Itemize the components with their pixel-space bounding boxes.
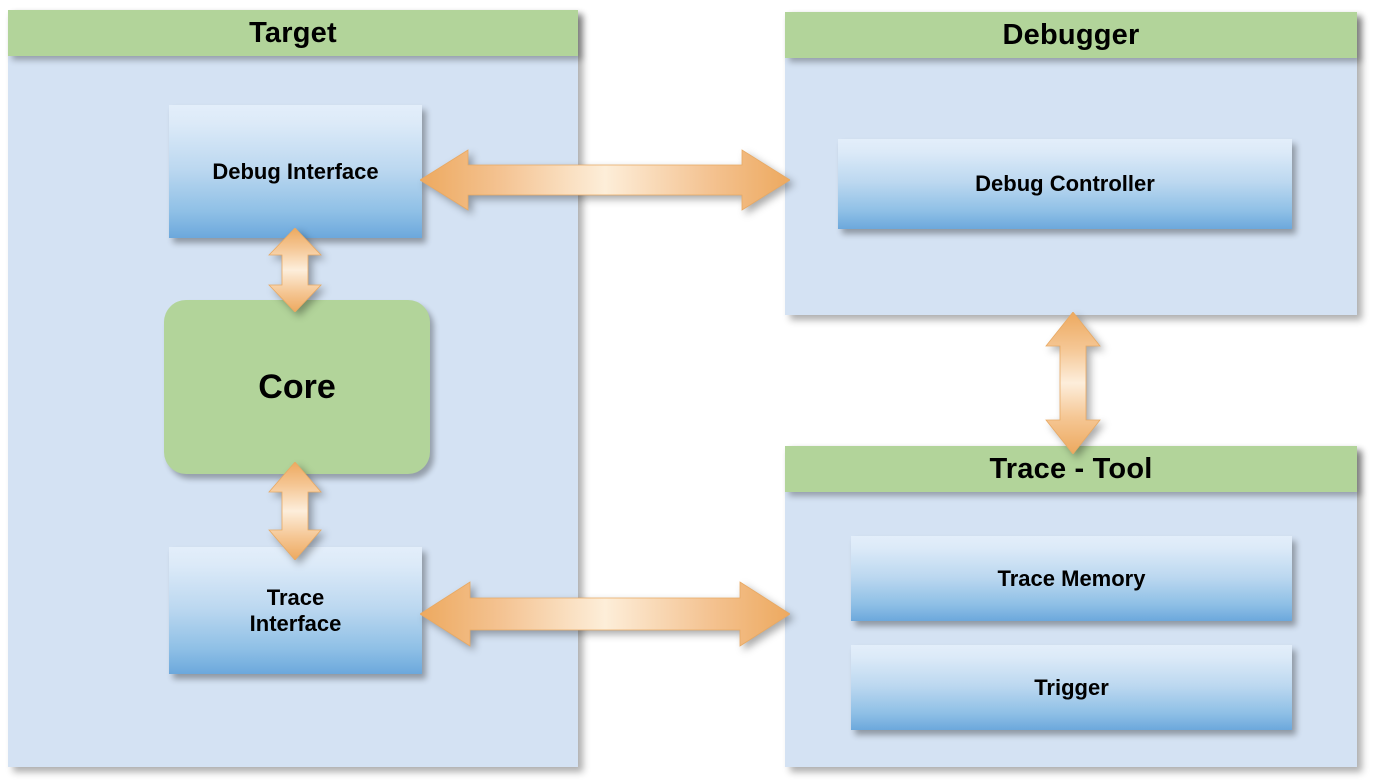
node-label-trace-interface-line1: Trace <box>266 584 325 610</box>
node-label-debug-interface: Debug Interface <box>212 158 379 184</box>
node-trace-memory[interactable]: Trace Memory <box>851 536 1292 621</box>
node-core[interactable]: Core <box>164 300 430 474</box>
group-title-debugger: Debugger <box>785 12 1357 58</box>
arrow-trace-interface-to-trace-tool <box>420 580 790 648</box>
node-debug-controller[interactable]: Debug Controller <box>838 139 1292 229</box>
arrow-debug-interface-to-debug-controller <box>420 148 790 212</box>
arrow-debug-interface-to-core <box>267 228 323 312</box>
node-debug-interface[interactable]: Debug Interface <box>169 105 422 238</box>
node-trigger[interactable]: Trigger <box>851 645 1292 730</box>
group-title-text-trace-tool: Trace - Tool <box>989 452 1153 485</box>
node-label-core: Core <box>258 367 336 406</box>
node-label-trigger: Trigger <box>1034 674 1109 700</box>
group-title-target: Target <box>8 10 578 56</box>
node-trace-interface[interactable]: Trace Interface <box>169 547 422 674</box>
node-label-trace-memory: Trace Memory <box>997 565 1146 591</box>
group-title-trace-tool: Trace - Tool <box>785 446 1357 492</box>
arrow-debugger-to-trace-tool <box>1044 312 1102 454</box>
node-label-debug-controller: Debug Controller <box>975 171 1155 197</box>
group-title-text-target: Target <box>249 16 337 49</box>
node-label-trace-interface-line2: Interface <box>249 610 342 636</box>
group-title-text-debugger: Debugger <box>1002 18 1140 51</box>
arrow-core-to-trace-interface <box>267 462 323 560</box>
